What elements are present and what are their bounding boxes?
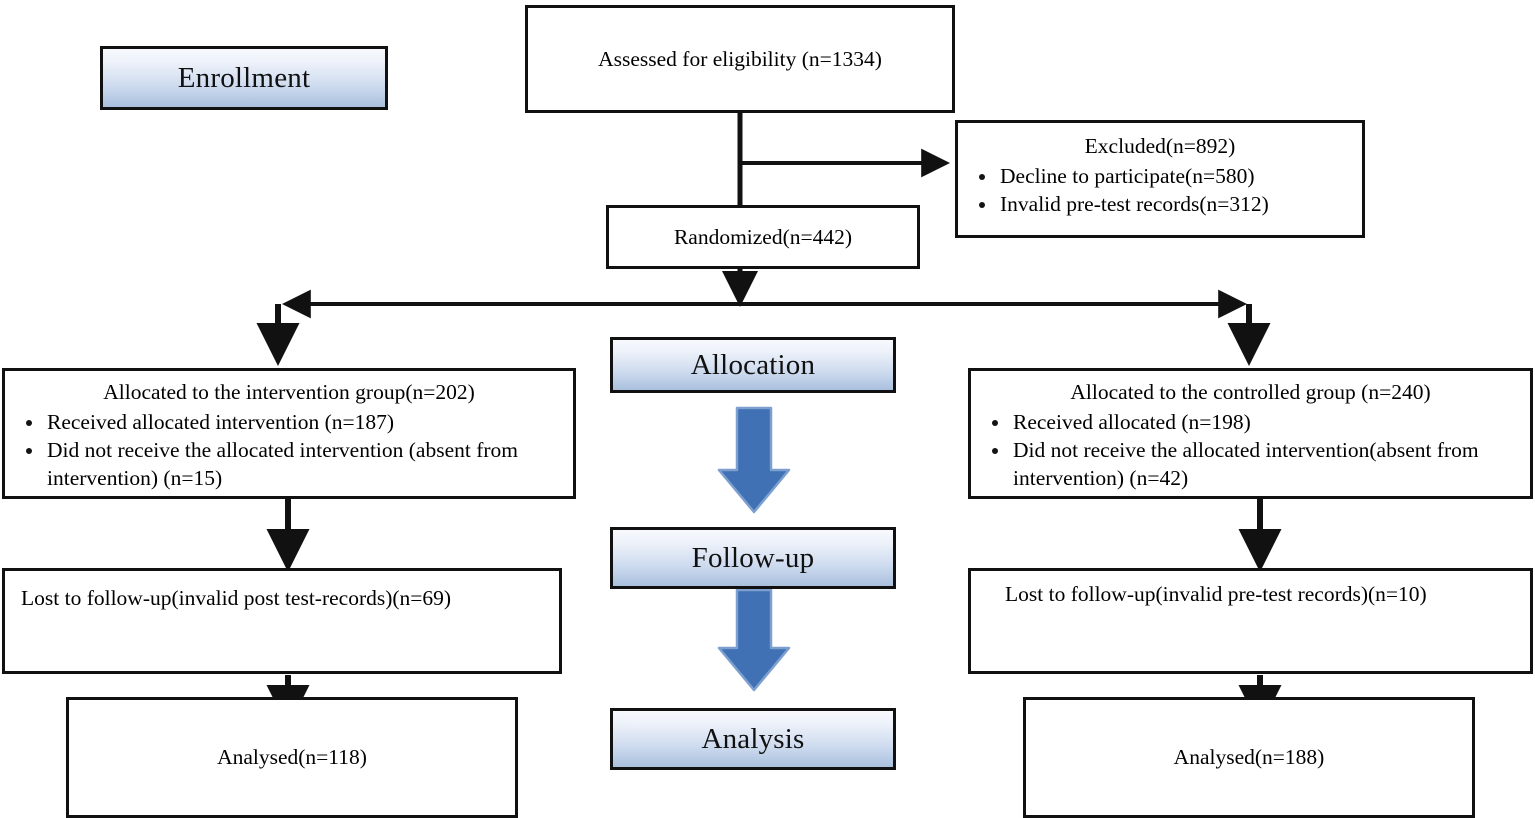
stage-label-allocation-text: Allocation <box>690 348 816 381</box>
stage-label-allocation: Allocation <box>610 337 896 393</box>
stage-label-analysis-text: Analysis <box>701 722 805 755</box>
stage-label-followup: Follow-up <box>610 527 896 589</box>
node-intervention-list: Received allocated intervention (n=187) … <box>13 409 565 493</box>
node-randomized: Randomized(n=442) <box>606 205 920 269</box>
list-item: Did not receive the allocated interventi… <box>979 437 1522 492</box>
node-analysed-right: Analysed(n=188) <box>1023 697 1475 818</box>
node-lost-followup-left: Lost to follow-up(invalid post test-reco… <box>2 568 562 674</box>
node-excluded-list: Decline to participate(n=580) Invalid pr… <box>966 163 1354 219</box>
node-randomized-text: Randomized(n=442) <box>673 224 853 249</box>
node-analysed-right-text: Analysed(n=188) <box>1173 745 1325 770</box>
node-analysed-left-text: Analysed(n=118) <box>217 745 367 770</box>
stage-label-enrollment-text: Enrollment <box>177 61 311 94</box>
list-item: Received allocated intervention (n=187) <box>13 409 565 437</box>
stage-label-analysis: Analysis <box>610 708 896 770</box>
blue-arrow-allocation-to-followup <box>717 406 791 514</box>
node-intervention-header: Allocated to the intervention group(n=20… <box>103 380 475 404</box>
list-item: Did not receive the allocated interventi… <box>13 437 565 492</box>
node-lost-followup-right-text: Lost to follow-up(invalid pre-test recor… <box>1005 582 1427 606</box>
node-controlled-group: Allocated to the controlled group (n=240… <box>968 368 1533 499</box>
node-assessed-for-eligibility: Assessed for eligibility (n=1334) <box>525 5 955 113</box>
node-lost-followup-right: Lost to follow-up(invalid pre-test recor… <box>968 568 1533 674</box>
node-intervention-group: Allocated to the intervention group(n=20… <box>2 368 576 499</box>
list-item: Decline to participate(n=580) <box>966 163 1354 191</box>
node-excluded-header: Excluded(n=892) <box>1084 134 1236 158</box>
node-excluded-body: Excluded(n=892) Decline to participate(n… <box>958 133 1362 219</box>
node-assessed-text: Assessed for eligibility (n=1334) <box>598 46 882 71</box>
node-lost-followup-left-text: Lost to follow-up(invalid post test-reco… <box>21 586 452 610</box>
node-controlled-header: Allocated to the controlled group (n=240… <box>1070 380 1431 404</box>
node-controlled-body: Allocated to the controlled group (n=240… <box>971 379 1530 492</box>
stage-label-followup-text: Follow-up <box>691 541 815 574</box>
stage-label-enrollment: Enrollment <box>100 46 388 110</box>
blue-arrow-followup-to-analysis <box>717 588 791 692</box>
node-intervention-body: Allocated to the intervention group(n=20… <box>5 379 573 492</box>
node-controlled-list: Received allocated (n=198) Did not recei… <box>979 409 1522 493</box>
node-analysed-left: Analysed(n=118) <box>66 697 518 818</box>
node-excluded: Excluded(n=892) Decline to participate(n… <box>955 120 1365 238</box>
list-item: Received allocated (n=198) <box>979 409 1522 437</box>
list-item: Invalid pre-test records(n=312) <box>966 191 1354 219</box>
